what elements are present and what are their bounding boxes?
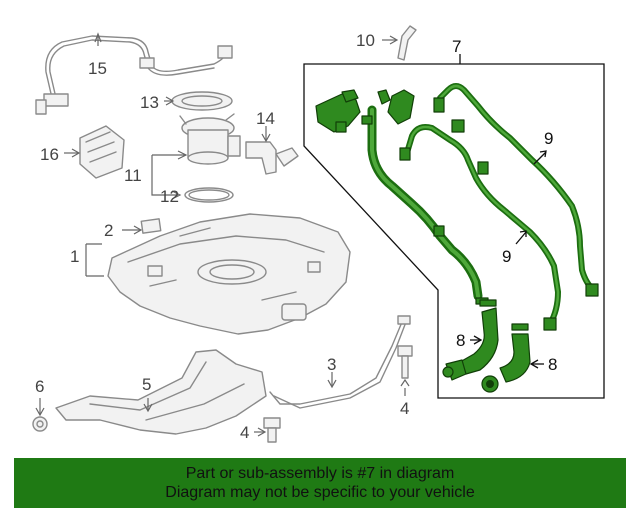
callout-11: 11	[124, 166, 142, 185]
callout-3: 3	[327, 355, 336, 374]
assembly-7-frame	[303, 54, 605, 399]
part-3-tank-strap	[269, 315, 411, 409]
part-10	[382, 25, 417, 61]
callout-16: 16	[40, 145, 59, 164]
parts-diagram: 10 7 15 13 14 16 11 12 2 1 9 9 8 8 3 4 4…	[32, 25, 605, 443]
callout-12: 12	[160, 187, 179, 206]
callout-4-right: 4	[400, 399, 409, 418]
part-5-heat-shield	[55, 349, 267, 435]
callout-5: 5	[142, 375, 151, 394]
part-12-seal	[151, 187, 234, 203]
part-15-fuel-line	[35, 32, 233, 115]
callout-8-right: 8	[548, 355, 557, 374]
part-16-control-module	[64, 125, 125, 179]
callout-15: 15	[88, 59, 107, 78]
notice-line-1: Part or sub-assembly is #7 in diagram	[185, 465, 455, 482]
callout-8-left: 8	[456, 331, 465, 350]
part-14-bracket	[245, 126, 299, 175]
notice-banner: Part or sub-assembly is #7 in diagram Di…	[14, 458, 626, 508]
callout-9-upper: 9	[544, 129, 553, 148]
parts-diagram-svg: 10 7 15 13 14 16 11 12 2 1 9 9 8 8 3 4 4…	[32, 25, 605, 443]
part-13-lock-ring	[164, 91, 233, 111]
callout-6: 6	[35, 377, 44, 396]
part-2	[122, 218, 162, 235]
notice-line-2: Diagram may not be specific to your vehi…	[165, 484, 475, 501]
callout-7: 7	[452, 37, 461, 56]
part-4-bolt-right	[397, 345, 413, 396]
callout-10: 10	[356, 31, 375, 50]
callout-1: 1	[70, 247, 79, 266]
part-1-fuel-tank	[85, 213, 351, 335]
part-4-bolt-bottom	[254, 417, 281, 443]
part-6-nut	[32, 398, 48, 432]
callout-9-lower: 9	[502, 247, 511, 266]
callout-14: 14	[256, 109, 275, 128]
part-9-vapor-lines	[399, 83, 599, 331]
part-8-hoses	[442, 299, 544, 393]
callout-2: 2	[104, 221, 113, 240]
part-11-fuel-pump-module	[151, 113, 241, 188]
callout-13: 13	[140, 93, 159, 112]
callout-4-bottom: 4	[240, 423, 249, 442]
part-7-filler-pipe	[315, 89, 489, 305]
